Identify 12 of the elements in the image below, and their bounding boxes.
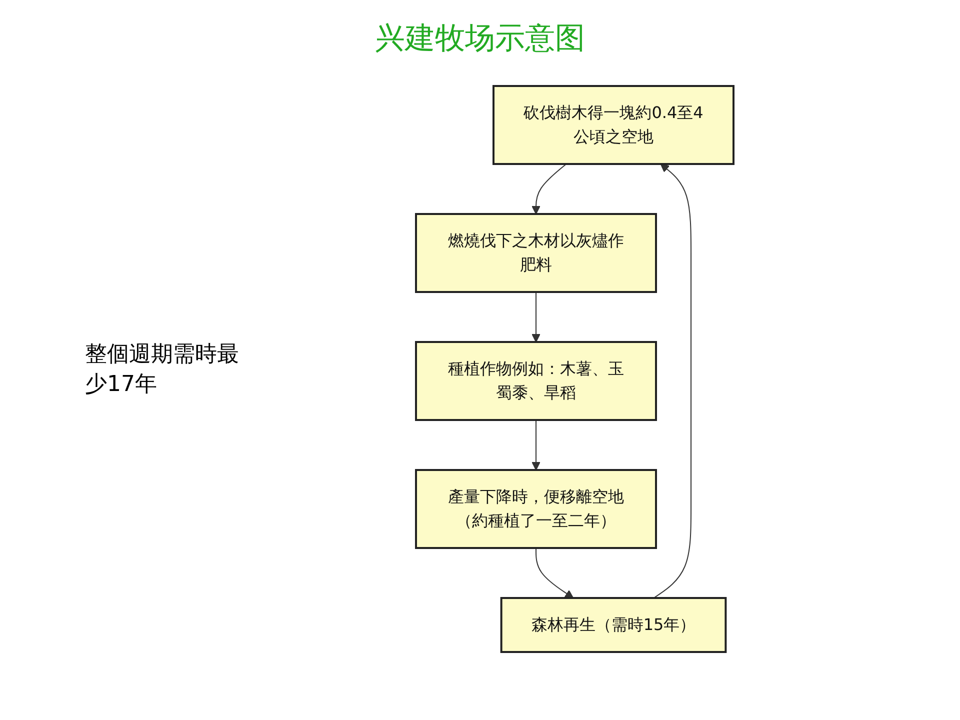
- node-box: 種植作物例如：木薯、玉蜀黍、旱稻: [415, 341, 658, 421]
- arrow: [532, 420, 541, 470]
- arrow: [654, 164, 692, 598]
- arrow: [536, 548, 574, 598]
- node-box: 燃燒伐下之木材以灰燼作肥料: [415, 213, 658, 293]
- node-box: 產量下降時，便移離空地（約種植了一至二年）: [415, 469, 658, 549]
- arrow: [532, 292, 541, 342]
- node-box: 森林再生（需時15年）: [500, 597, 727, 653]
- center-note: 整個週期需時最少17年: [85, 341, 240, 399]
- arrow: [532, 164, 568, 214]
- node-box: 砍伐樹木得一塊約0.4至4公頃之空地: [492, 85, 735, 165]
- diagram-title: 兴建牧场示意图: [374, 20, 586, 58]
